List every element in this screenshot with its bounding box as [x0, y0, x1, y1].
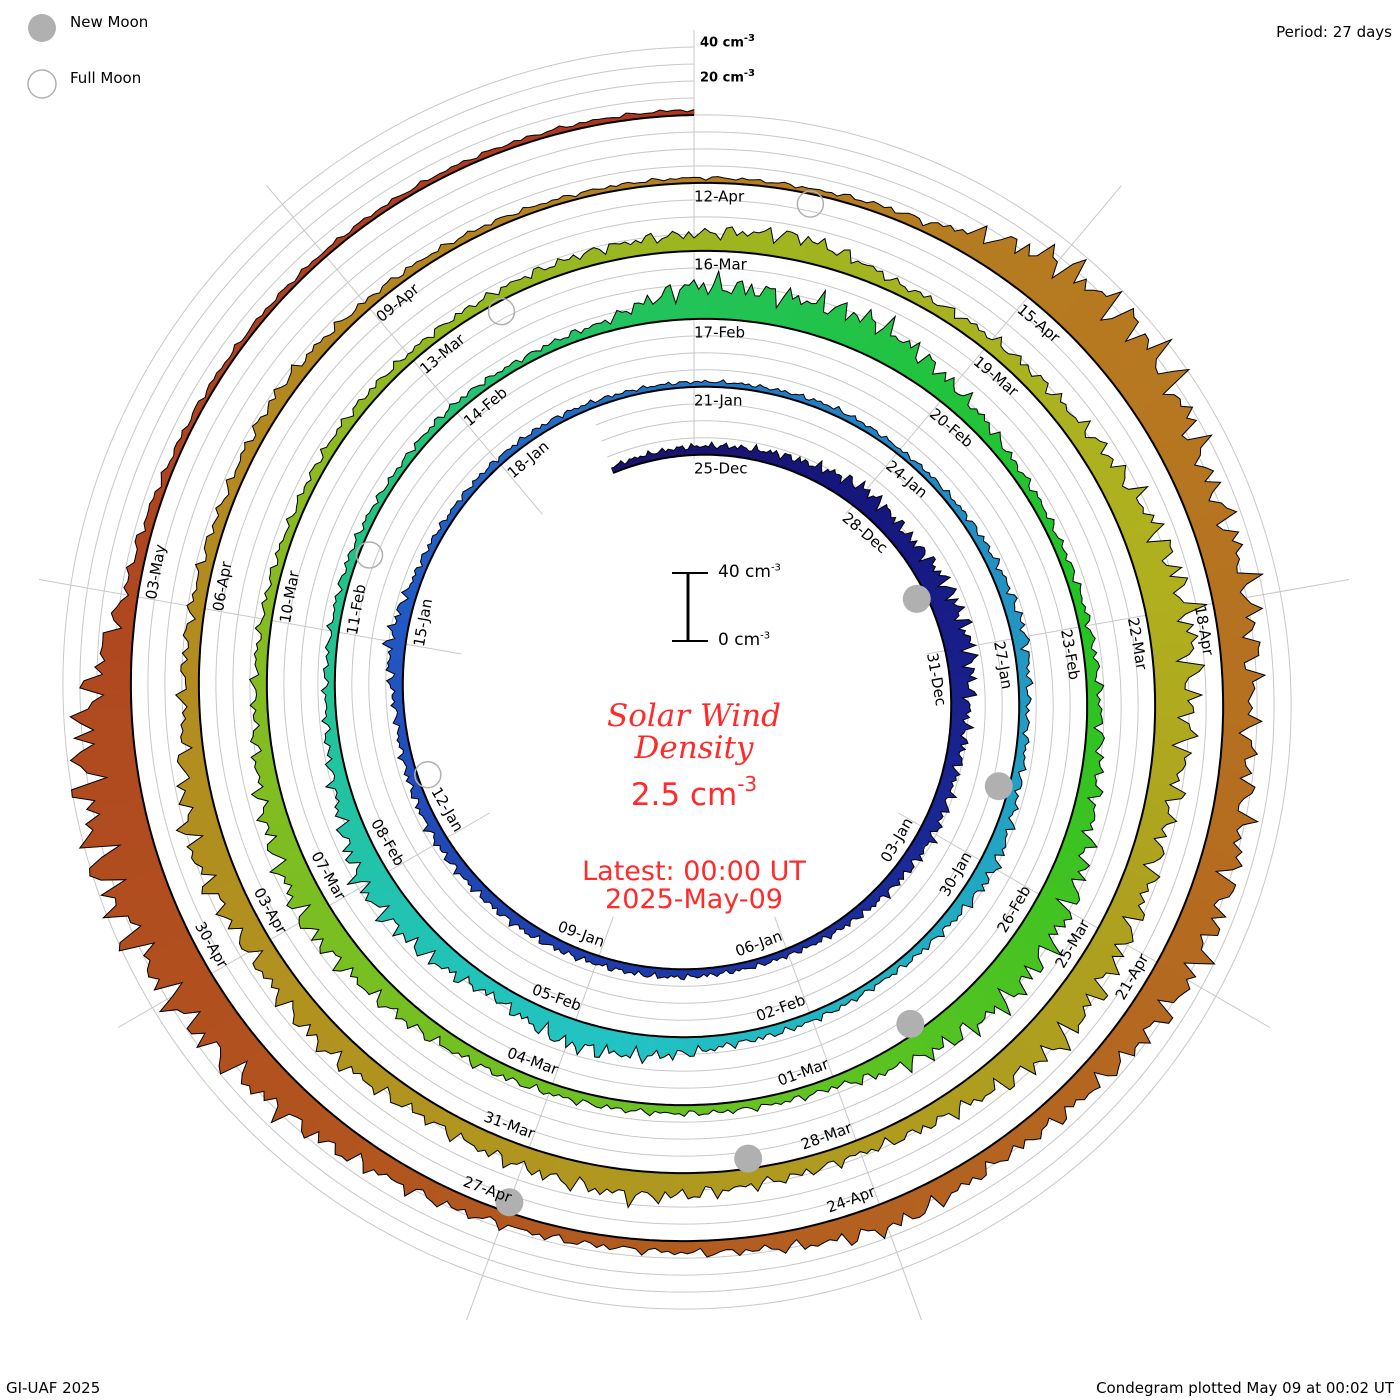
- density-segment: [184, 676, 200, 684]
- radial-grid-line: [926, 579, 1349, 655]
- moon-markers: [355, 190, 1013, 1217]
- scale-bar-lower: 0 cm-3: [718, 630, 771, 650]
- density-segment: [699, 1172, 706, 1198]
- date-label: 12-Apr: [694, 188, 745, 206]
- density-segment: [1086, 680, 1104, 687]
- new-moon-marker: [734, 1144, 763, 1173]
- footer-credit: GI-UAF 2025: [6, 1379, 101, 1397]
- density-segment: [693, 1172, 701, 1198]
- scale-bar: [672, 572, 708, 642]
- density-segment: [698, 1104, 705, 1116]
- density-segment: [703, 1104, 709, 1115]
- density-segment: [255, 694, 268, 701]
- density-segment: [680, 1240, 688, 1255]
- density-segment: [1222, 681, 1256, 690]
- legend-icons: [27, 14, 57, 99]
- date-label: 31-Dec: [923, 651, 950, 707]
- density-segment: [1018, 690, 1029, 696]
- baseline-spiral: [129, 114, 1225, 1243]
- density-segment: [661, 1240, 669, 1253]
- density-segment: [1222, 688, 1256, 696]
- density-segment: [725, 1238, 734, 1251]
- radial-grid-line: [266, 185, 543, 515]
- full-moon-marker: [414, 760, 442, 789]
- density-segment: [1222, 694, 1252, 702]
- density-segment: [688, 279, 695, 320]
- density-segment: [1018, 682, 1034, 688]
- new-moon-icon: [28, 14, 56, 42]
- density-segment: [1086, 685, 1105, 691]
- radial-grid-line: [774, 916, 922, 1321]
- density-segment: [1222, 706, 1254, 715]
- date-label: 27-Jan: [990, 640, 1016, 691]
- density-segment: [689, 1036, 695, 1057]
- density-segment: [174, 688, 200, 696]
- date-label: 25-Dec: [694, 460, 748, 478]
- new-moon-marker: [495, 1188, 524, 1217]
- scale-top-lower: 20 cm-3: [700, 68, 755, 86]
- scale-bar-upper: 40 cm-3: [718, 562, 781, 582]
- radial-grid-line: [466, 916, 614, 1321]
- density-segment: [1222, 700, 1254, 709]
- date-label: 24-Jan: [882, 457, 931, 502]
- legend-new-moon: New Moon: [70, 13, 149, 31]
- full-moon-marker: [355, 541, 384, 569]
- density-segment: [674, 1104, 681, 1115]
- new-moon-marker: [896, 1009, 925, 1038]
- density-segment: [684, 284, 690, 320]
- current-value: 2.5 cm-3: [630, 772, 758, 813]
- density-outline: [69, 109, 1267, 1258]
- density-segment: [79, 687, 132, 696]
- title-line1: Solar Wind: [606, 698, 781, 734]
- title-line2: Density: [634, 730, 754, 766]
- full-moon-icon: [27, 69, 57, 99]
- new-moon-marker: [984, 772, 1013, 801]
- footer-plotted: Condegram plotted May 09 at 00:02 UT: [1096, 1379, 1394, 1397]
- density-segment: [700, 1240, 708, 1258]
- date-label: 21-Jan: [694, 392, 742, 410]
- density-segment: [698, 227, 706, 252]
- density-segment: [252, 724, 270, 732]
- density-segment: [1153, 677, 1190, 685]
- density-segment: [687, 1172, 695, 1200]
- density-fill: [69, 109, 1266, 1258]
- full-moon-marker: [487, 297, 516, 326]
- radial-grid-line: [845, 185, 1122, 515]
- density-segment: [710, 1171, 718, 1199]
- grid: [39, 30, 1349, 1321]
- scale-top-upper: 40 cm-3: [700, 33, 755, 51]
- density-segment: [683, 1104, 690, 1118]
- density-segment: [704, 1171, 712, 1189]
- date-label: 17-Feb: [694, 324, 745, 342]
- density-segment: [248, 674, 268, 681]
- density-segment: [87, 701, 132, 710]
- density-segment: [693, 445, 698, 456]
- density-segment: [1085, 671, 1098, 678]
- new-moon-marker: [902, 584, 931, 613]
- density-segment: [950, 691, 978, 696]
- period-label: Period: 27 days: [1276, 23, 1392, 41]
- legend-full-moon: Full Moon: [70, 69, 142, 87]
- density-segment: [706, 1239, 714, 1258]
- density-segment: [255, 689, 268, 696]
- density-segment: [1154, 683, 1186, 690]
- density-segment: [185, 682, 200, 690]
- density-segment: [324, 694, 336, 700]
- density-segment: [325, 702, 336, 709]
- date-label: 18-Apr: [1191, 604, 1218, 657]
- date-label: 16-Mar: [694, 256, 748, 274]
- full-moon-marker: [796, 190, 825, 218]
- radial-grid-line: [898, 812, 1271, 1028]
- density-segment: [672, 230, 679, 253]
- density-segment: [690, 968, 695, 977]
- density-line: [69, 109, 1267, 1258]
- latest-time: Latest: 00:00 UT: [582, 856, 806, 887]
- date-label: 23-Feb: [1057, 628, 1084, 681]
- density-segment: [664, 1104, 671, 1114]
- density-segment: [391, 694, 404, 699]
- density-segment: [701, 1036, 707, 1052]
- latest-date: 2025-May-09: [605, 884, 783, 915]
